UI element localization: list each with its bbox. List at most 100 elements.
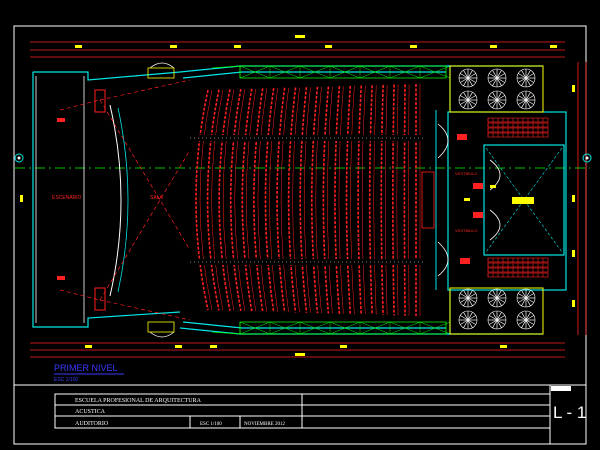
lobby-diagonals (485, 147, 563, 253)
seat-row-back (396, 84, 399, 316)
window-cross-line (329, 321, 361, 335)
seat-row (218, 89, 231, 311)
stage-stairs (94, 89, 106, 311)
seat-row-back (211, 89, 224, 311)
title-block (14, 384, 586, 444)
window-cross-line (299, 65, 331, 79)
seat-row (195, 89, 209, 311)
tree-icon (516, 288, 536, 308)
tree-icon (487, 68, 507, 88)
seat-row (206, 89, 220, 311)
sheet-number: L - 1 (553, 403, 586, 422)
tree-icon (516, 68, 536, 88)
service-stairs (487, 117, 549, 278)
proscenium-arc-inner (117, 107, 129, 293)
school-name: ESCUELA PROFESIONAL DE ARQUITECTURA (75, 398, 202, 404)
tree-icon (458, 90, 478, 110)
seat-row (357, 85, 363, 315)
seat-row (287, 87, 297, 313)
level-title: PRIMER NIVEL (54, 363, 118, 373)
seat-row-back (234, 89, 246, 311)
course-name: ACUSTICA (75, 409, 106, 415)
garden-boxes (449, 65, 544, 335)
lobby-label-left: VESTIBULO (455, 171, 477, 176)
window-bands (211, 65, 447, 335)
lobby-label-right: VESTIBULO (455, 228, 477, 233)
seat-row-back (257, 88, 267, 312)
lobby-furniture (457, 134, 483, 264)
seat-row (264, 87, 275, 313)
seat-row-back (350, 85, 355, 315)
project-name: AUDITORIO (75, 421, 109, 427)
seat-row-back (222, 89, 235, 311)
tree-icon (458, 68, 478, 88)
seat-row-back (408, 84, 410, 316)
seat-row (368, 85, 374, 315)
tree-icon (516, 90, 536, 110)
window-cross-line (269, 321, 301, 335)
seat-row (310, 86, 319, 314)
window-cross-line (419, 321, 451, 335)
rear-cabinets (421, 171, 435, 229)
level-scale: ESC 1/100 (54, 377, 78, 383)
tree-icon (487, 288, 507, 308)
seat-row (380, 84, 384, 316)
window-crosses (239, 65, 451, 335)
tree-icon (458, 310, 478, 330)
window-cross-line (359, 65, 391, 79)
window-cross-line (239, 65, 271, 79)
tree-icon (458, 288, 478, 308)
stage-label: ESCENARIO (52, 195, 82, 201)
dimension-markers (20, 35, 575, 356)
window-cross-line (389, 321, 421, 335)
sightlines (59, 79, 191, 321)
seat-row (345, 85, 352, 315)
seat-row-back (373, 85, 377, 315)
seat-row (403, 84, 406, 316)
tree-icon (458, 68, 536, 330)
window-cross-line (359, 321, 391, 335)
window-cross-line (329, 65, 361, 79)
lobby-counter (512, 197, 534, 204)
stage-lights (57, 118, 65, 280)
seat-row-back (315, 86, 322, 314)
seat-row (241, 88, 253, 312)
proscenium-arc (109, 104, 122, 297)
window-cross-line (419, 65, 451, 79)
window-cross-line (299, 321, 331, 335)
sheet-frame (13, 25, 587, 445)
stage-walls (32, 71, 181, 328)
window-cross-line (239, 321, 271, 335)
seat-row-back (292, 87, 300, 313)
seating-rows (190, 83, 425, 316)
tree-icon (516, 310, 536, 330)
aisle-upper-gap (190, 135, 425, 141)
seat-row-back (303, 87, 311, 313)
sheet-tab (551, 386, 571, 391)
seat-row (276, 87, 286, 313)
seat-row-back (338, 86, 344, 314)
tree-icon (487, 90, 507, 110)
seat-row-back (246, 88, 257, 312)
seat-row (392, 84, 395, 316)
seat-row (253, 88, 264, 312)
door-swing-icon (147, 62, 175, 338)
window-cross-line (389, 65, 421, 79)
drawing-date: NOVIEMBRE 2012 (244, 422, 285, 427)
seat-row-back (280, 87, 289, 313)
seat-row (299, 87, 308, 313)
tree-icon (487, 310, 507, 330)
seat-row (322, 86, 330, 314)
drawing-scale: ESC 1/100 (200, 422, 222, 427)
window-cross-line (269, 65, 301, 79)
seat-row-back (361, 85, 366, 315)
seat-row (229, 88, 242, 312)
lobby-doors (437, 123, 501, 277)
aisle-lower-gap (190, 259, 425, 265)
dimension-lines (30, 41, 587, 358)
seat-row-back (327, 86, 333, 314)
hall-label: SALA (150, 195, 163, 201)
lobby-markers (464, 185, 496, 201)
seat-row-back (269, 88, 278, 312)
